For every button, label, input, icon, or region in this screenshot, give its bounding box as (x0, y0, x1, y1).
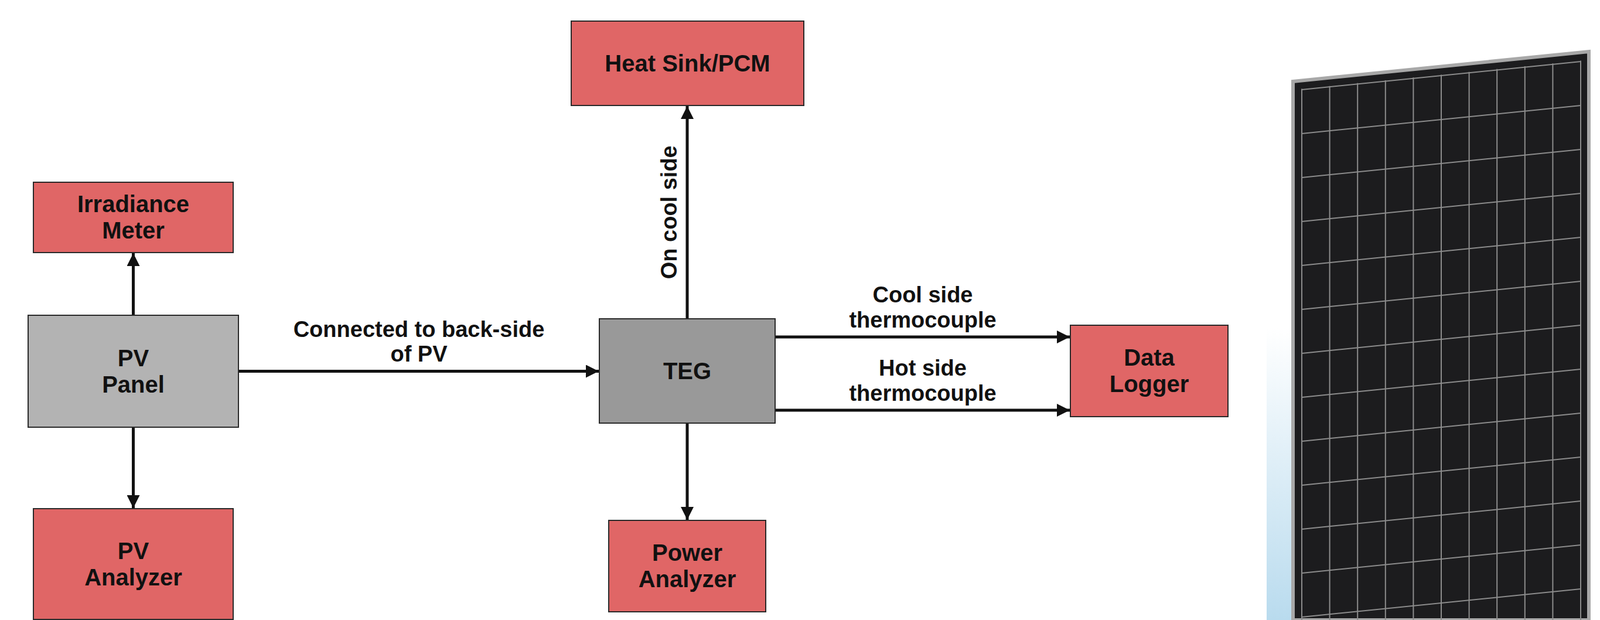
arrow-connector (686, 106, 689, 319)
cell-line (1301, 588, 1581, 617)
arrow-connector (239, 369, 599, 373)
cell-line (1301, 369, 1581, 398)
connector-label: Hot side thermocouple (834, 355, 1011, 406)
device-box: PV Panel (27, 314, 240, 428)
node-label: Heat Sink/PCM (604, 50, 770, 77)
arrow-connector (775, 335, 1070, 339)
cell-line (1440, 74, 1442, 620)
panel-frame (1293, 51, 1589, 620)
cell-line (1301, 149, 1581, 178)
connector-label: On cool side (656, 145, 682, 279)
node-label: Data Logger (1090, 344, 1209, 398)
cell-line (1496, 69, 1498, 620)
cell-line (1301, 237, 1581, 266)
cell-line (1301, 105, 1581, 134)
cell-line (1356, 83, 1359, 620)
instrument-box: PV Analyzer (32, 507, 234, 620)
cell-line (1301, 193, 1581, 222)
cell-line (1412, 77, 1414, 620)
connector-label: Connected to back-side of PV (285, 316, 553, 367)
cell-line (1551, 63, 1554, 620)
cell-line (1301, 88, 1303, 620)
cell-line (1301, 456, 1581, 486)
panel-cell-grid (1301, 60, 1581, 620)
cell-line (1301, 61, 1581, 90)
node-label: Power Analyzer (619, 539, 755, 593)
connector-label: Cool side thermocouple (834, 282, 1011, 333)
arrow-connector (131, 427, 135, 508)
cell-line (1524, 66, 1526, 620)
cell-line (1468, 72, 1470, 620)
arrow-connector (686, 423, 689, 520)
device-box: TEG (598, 318, 776, 424)
instrument-box: Heat Sink/PCM (570, 20, 805, 107)
cell-line (1384, 80, 1387, 620)
node-label: Irradiance Meter (57, 190, 210, 244)
instrument-box: Irradiance Meter (32, 181, 234, 254)
node-label: TEG (663, 357, 712, 385)
cell-line (1301, 413, 1581, 442)
instrument-box: Power Analyzer (608, 519, 767, 613)
node-label: PV Panel (89, 345, 178, 398)
arrow-connector (131, 253, 135, 315)
cell-line (1301, 325, 1581, 354)
node-label: PV Analyzer (74, 537, 193, 591)
cell-line (1301, 281, 1581, 310)
instrument-box: Data Logger (1069, 324, 1229, 418)
arrow-connector (775, 408, 1070, 412)
cell-line (1329, 86, 1331, 620)
cell-line (1301, 500, 1581, 530)
cell-line (1301, 544, 1581, 573)
cell-line (1580, 60, 1582, 620)
